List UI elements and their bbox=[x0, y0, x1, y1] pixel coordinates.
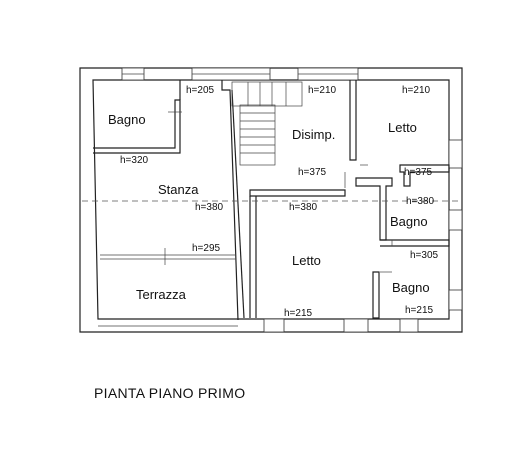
window-right-1 bbox=[448, 139, 463, 169]
room-label-stanza: Stanza bbox=[158, 182, 199, 197]
room-label-bagno-3: Bagno bbox=[392, 280, 430, 295]
window-bottom-3 bbox=[399, 318, 419, 333]
height-label: h=380 bbox=[195, 202, 224, 213]
room-label-bagno-2: Bagno bbox=[390, 214, 428, 229]
height-label: h=375 bbox=[298, 167, 327, 178]
room-label-disimp: Disimp. bbox=[292, 127, 335, 142]
height-label: h=210 bbox=[308, 85, 337, 96]
window-right-2 bbox=[448, 209, 463, 231]
height-label: h=215 bbox=[284, 308, 313, 319]
height-label: h=375 bbox=[404, 167, 433, 178]
room-label-terrazza: Terrazza bbox=[136, 287, 187, 302]
room-label-letto-2: Letto bbox=[292, 253, 321, 268]
plan-caption: PIANTA PIANO PRIMO bbox=[94, 385, 245, 401]
height-label: h=205 bbox=[186, 85, 215, 96]
interior-walls bbox=[93, 80, 450, 321]
room-label-letto-1: Letto bbox=[388, 120, 417, 135]
height-label: h=305 bbox=[410, 250, 439, 261]
height-label: h=295 bbox=[192, 243, 221, 254]
height-label: h=215 bbox=[405, 305, 434, 316]
outer-walls bbox=[79, 67, 463, 333]
height-label: h=380 bbox=[406, 196, 435, 207]
height-label: h=320 bbox=[120, 155, 149, 166]
height-label: h=210 bbox=[402, 85, 431, 96]
height-label: h=380 bbox=[289, 202, 318, 213]
window-bottom-2 bbox=[343, 318, 369, 333]
staircase bbox=[231, 81, 303, 166]
room-label-bagno-1: Bagno bbox=[108, 112, 146, 127]
window-right-3 bbox=[448, 289, 463, 311]
window-bottom-1 bbox=[263, 318, 285, 333]
